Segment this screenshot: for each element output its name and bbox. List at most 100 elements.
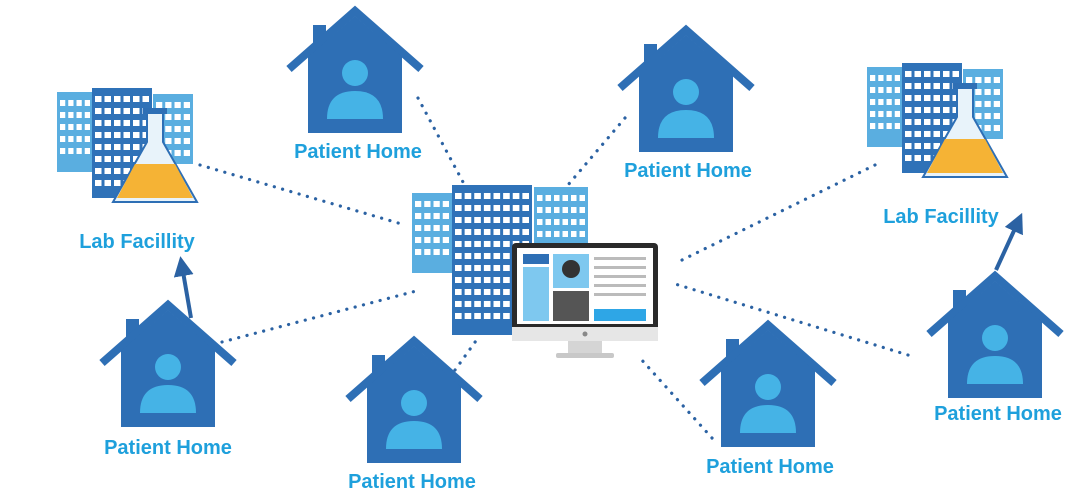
lab-left-building-front-window <box>95 180 102 186</box>
lab-right-building-front-window <box>914 95 921 101</box>
lab-left-building-back-right-window <box>183 102 190 108</box>
home-top-left-label: Patient Home <box>294 141 422 163</box>
lab-right-building-back-right-window <box>984 89 991 95</box>
lab-right-building-front-window <box>905 155 912 161</box>
hub-building-front-window <box>493 241 501 247</box>
lab-right-building-front-window <box>933 71 940 77</box>
lab-left-building-front-window <box>114 156 121 162</box>
lab-right-building-front-window <box>914 71 921 77</box>
lab-right-building-back-left-window <box>878 123 884 129</box>
lab-right-building-back-left-window <box>894 111 900 117</box>
lab-left-building-back-left-window <box>76 136 82 142</box>
screen-text-line <box>594 293 646 296</box>
lab-left-building-front-window <box>114 96 121 102</box>
hub-building-back-left-window <box>433 201 440 207</box>
hub-building-front-window <box>474 253 481 259</box>
hub-building-back-left-window <box>415 213 422 219</box>
hub-building-front-window <box>493 193 501 199</box>
lab-left-building-front-window <box>123 168 130 174</box>
lab-left-flask-cap <box>143 108 167 114</box>
lab-right-building-back-left-window <box>886 99 892 105</box>
home-bottom-left-person-head <box>401 390 427 416</box>
lab-right-building-front-window <box>914 83 921 89</box>
lab-right-building-front-window <box>952 95 959 101</box>
lab-right-building-back-right-window <box>993 77 1000 83</box>
lab-left-building-back-left <box>57 92 93 172</box>
lab-right-building-front-window <box>914 119 921 125</box>
lab-right-building-front-window <box>924 155 931 161</box>
hub-building-front-window <box>493 217 501 223</box>
home-top-left-person-head <box>342 60 368 86</box>
hub-building-back-right-window <box>554 207 560 213</box>
lab-right-building-front-window <box>933 107 940 113</box>
lab-left-building-back-left-window <box>68 112 74 118</box>
screen-doctor-head <box>562 260 580 278</box>
monitor-button <box>582 331 588 337</box>
hub-building-front-window <box>455 265 462 271</box>
hub-building-front-window <box>474 289 481 295</box>
hub-building-back-right-window <box>537 231 543 237</box>
hub-building-back-left-window <box>424 249 431 255</box>
hub-building-back-right-window <box>545 195 551 201</box>
lab-right-building-front-window <box>924 107 931 113</box>
lab-left-building-front-window <box>142 96 149 102</box>
lab-right-building-back-right-window <box>984 77 991 83</box>
hub-building-front-window <box>483 229 491 235</box>
lab-right-building-front-window <box>924 83 931 89</box>
lab-right-building-back-right-window <box>993 101 1000 107</box>
hub-building-back-right-window <box>579 195 585 201</box>
hub-building-front-window <box>455 289 462 295</box>
hub-building-back-right-window <box>571 231 577 237</box>
lab-left-building-back-right-window <box>165 126 172 132</box>
home-bottom-right-house-icon <box>699 319 837 447</box>
lab-right-building-back-left-window <box>886 87 892 93</box>
lab-right-building-back-left-window <box>894 87 900 93</box>
icon-layer <box>57 5 1064 463</box>
lab-left-building-back-left-window <box>84 148 90 154</box>
lab-left-building-front-window <box>104 156 111 162</box>
lab-left-building-front-window <box>133 96 140 102</box>
hub-building-front-window <box>474 301 481 307</box>
lab-left-building-front-window <box>104 120 111 126</box>
home-right-person-head <box>982 325 1008 351</box>
lab-right-building-back-right-window <box>993 113 1000 119</box>
hub-building-front-window <box>474 277 481 283</box>
lab-left-building-back-left-window <box>84 136 90 142</box>
lab-left-building-back-left-window <box>84 124 90 130</box>
lab-left-building-back-left-window <box>68 124 74 130</box>
hub-building-front-window <box>493 205 501 211</box>
hub-building-back-right-window <box>579 231 585 237</box>
lab-right-building-front-window <box>924 71 931 77</box>
lab-left-building-front-window <box>133 144 140 150</box>
home-top-left-house-icon <box>286 5 424 133</box>
lab-left-building-front-window <box>133 108 140 114</box>
hub-building-back-left-window <box>442 249 449 255</box>
lab-left-flask-liquid <box>117 164 193 198</box>
hub-building-back-left-window <box>442 213 449 219</box>
hub-building-back-right-window <box>571 195 577 201</box>
lab-right-label: Lab Facillity <box>883 206 999 228</box>
hub-building-front-window <box>464 193 472 199</box>
hub-building-front-window <box>493 253 501 259</box>
hub-building-back-left-window <box>442 237 449 243</box>
home-right-label: Patient Home <box>934 403 1062 425</box>
hub-building-front-window <box>493 265 501 271</box>
lab-right-building-front-window <box>943 95 950 101</box>
lab-right-building-back-left-window <box>894 99 900 105</box>
hub-building-front-window <box>503 205 510 211</box>
home-right-house-gable <box>948 281 1042 322</box>
lab-right-building-front-window <box>914 155 921 161</box>
hub-building-front-window <box>455 241 462 247</box>
connector-hub-home-bottom-left <box>453 336 480 372</box>
lab-right-building-front-window <box>943 107 950 113</box>
lab-left-building-front-window <box>142 132 149 138</box>
lab-left-building-back-left-window <box>60 136 66 142</box>
home-bottom-right-house-roof <box>699 319 837 387</box>
lab-right-building-back-right-window <box>984 125 991 131</box>
lab-left-building-back-right-window <box>165 114 172 120</box>
lab-left-building-back-left-window <box>84 100 90 106</box>
hub-building-back-right-window <box>554 231 560 237</box>
lab-right-building-front-window <box>933 143 940 149</box>
lab-right-building-back-left-window <box>870 75 876 81</box>
connector-hub-home-top-right <box>566 116 627 187</box>
